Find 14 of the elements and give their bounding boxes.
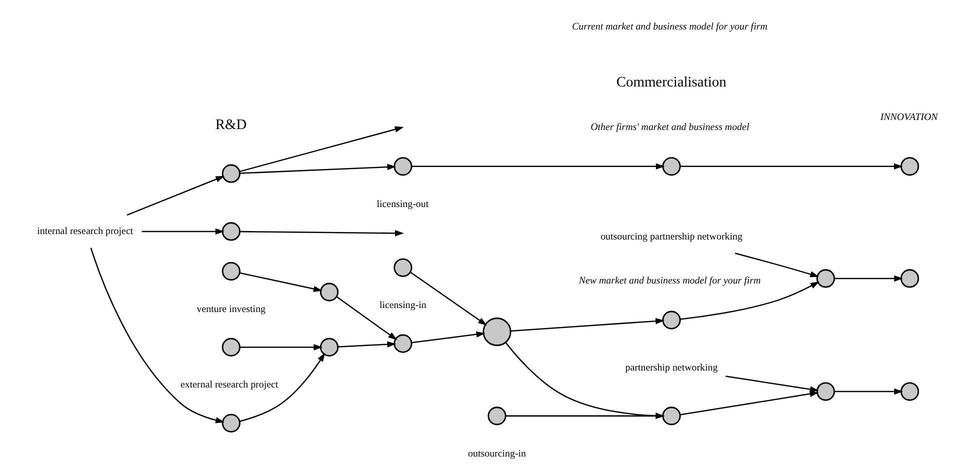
node-label: Other firms' market and business model: [590, 122, 750, 134]
node-label: licensing-in: [379, 300, 426, 312]
node-text: internal research project: [37, 226, 134, 238]
node-text: outsourcing partnership networking: [600, 231, 742, 242]
node-label: outsourcing-in: [468, 448, 526, 460]
node-label: New market and business model for your firm: [578, 276, 761, 287]
label: R&D: [215, 117, 247, 134]
node-label: venture investing: [196, 304, 266, 315]
label: Commercialisation: [616, 74, 726, 91]
node-text: partnership networking: [625, 362, 718, 374]
label: Current market and business model for your firm: [572, 22, 768, 33]
node-label: licensing-out: [376, 198, 429, 210]
node-label: external research project: [180, 380, 278, 391]
label: INNOVATION: [880, 112, 938, 124]
